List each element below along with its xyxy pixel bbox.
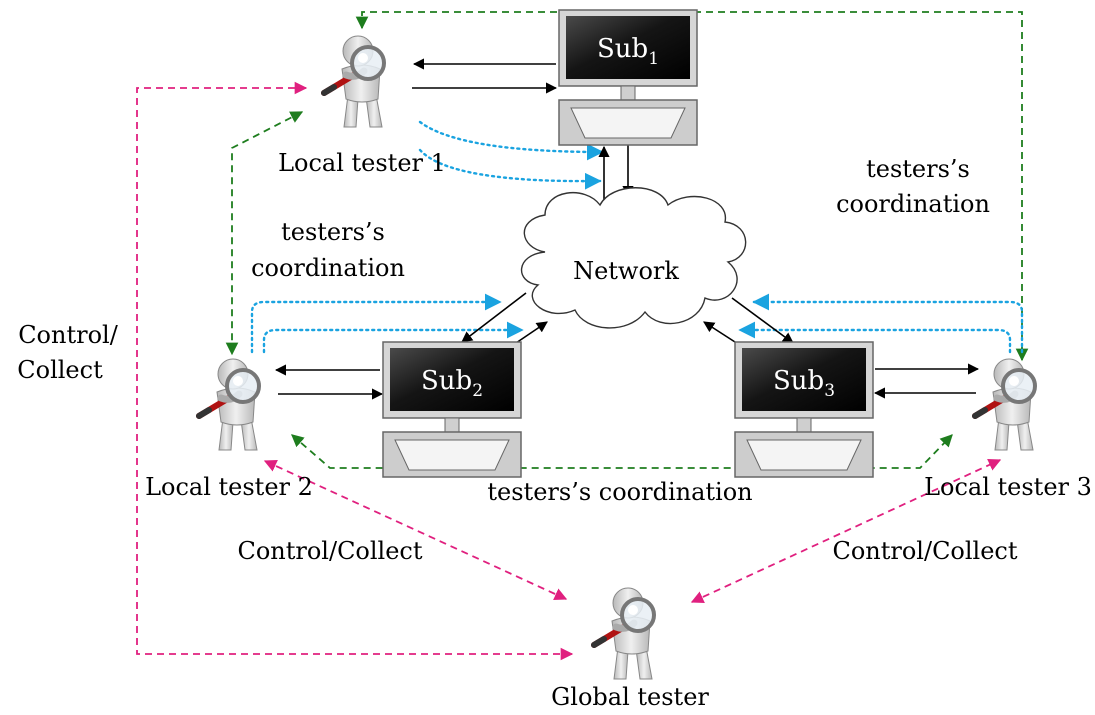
coordination-links — [225, 11, 1029, 469]
control-label-mid-left: Control/Collect — [237, 537, 422, 565]
computer-icon — [558, 9, 698, 146]
network-node: Network — [520, 187, 747, 329]
coordination-label-left-line2: coordination — [251, 254, 405, 282]
substation-1-label: Sub1 — [597, 34, 659, 69]
observation-links — [250, 120, 1024, 354]
substation-2-label: Sub2 — [421, 366, 483, 401]
substation-3: Sub3 — [734, 341, 874, 478]
coordination-label-left-line1: testers’s — [281, 218, 385, 246]
computer-icon — [734, 341, 874, 478]
substation-1: Sub1 — [558, 9, 698, 146]
coordination-label-bottom: testers’s coordination — [487, 478, 752, 506]
computer-icon — [382, 341, 522, 478]
observation-link-local1-b — [418, 148, 602, 190]
control-label-left-line2: Collect — [17, 356, 103, 384]
local-tester-1: Local tester 1 — [278, 36, 446, 177]
coordination-label-right-line1: testers’s — [866, 155, 970, 183]
local-tester-2-label: Local tester 2 — [145, 473, 313, 501]
control-collect-links — [136, 81, 1002, 661]
magnifier-person-icon — [199, 359, 259, 450]
observation-link-local2-a — [250, 293, 502, 354]
control-link-global-local3 — [690, 459, 1002, 603]
link-network-to-sub3 — [731, 297, 794, 344]
magnifier-person-icon — [975, 359, 1035, 450]
magnifier-person-icon — [324, 36, 384, 127]
control-label-left-line1: Control/ — [18, 321, 119, 349]
network-label: Network — [573, 257, 679, 285]
link-sub3-to-network — [703, 321, 736, 343]
coordination-link-local2-local3 — [291, 434, 953, 469]
observation-link-local3-b — [738, 321, 1012, 354]
link-sub2-to-network — [515, 321, 548, 344]
coordination-label-right-line2: coordination — [836, 190, 990, 218]
global-tester-label: Global tester — [551, 683, 709, 711]
observation-link-local2-b — [262, 321, 524, 354]
observation-link-local1-a — [418, 120, 604, 161]
magnifier-person-icon — [594, 588, 654, 679]
control-label-mid-right: Control/Collect — [832, 537, 1017, 565]
global-tester: Global tester — [551, 588, 709, 711]
observation-link-local3-a — [752, 293, 1024, 354]
link-network-to-sub2 — [461, 292, 527, 343]
control-link-global-local1 — [136, 81, 574, 661]
substation-2: Sub2 — [382, 341, 522, 478]
local-tester-3: Local tester 3 — [924, 359, 1092, 501]
local-tester-3-label: Local tester 3 — [924, 473, 1092, 501]
network-cloud-icon — [520, 187, 747, 329]
local-tester-1-label: Local tester 1 — [278, 149, 446, 177]
solid-links — [274, 58, 980, 400]
substation-3-label: Sub3 — [773, 366, 835, 401]
local-tester-2: Local tester 2 — [145, 359, 313, 501]
coordination-link-local1-local2 — [225, 111, 304, 356]
